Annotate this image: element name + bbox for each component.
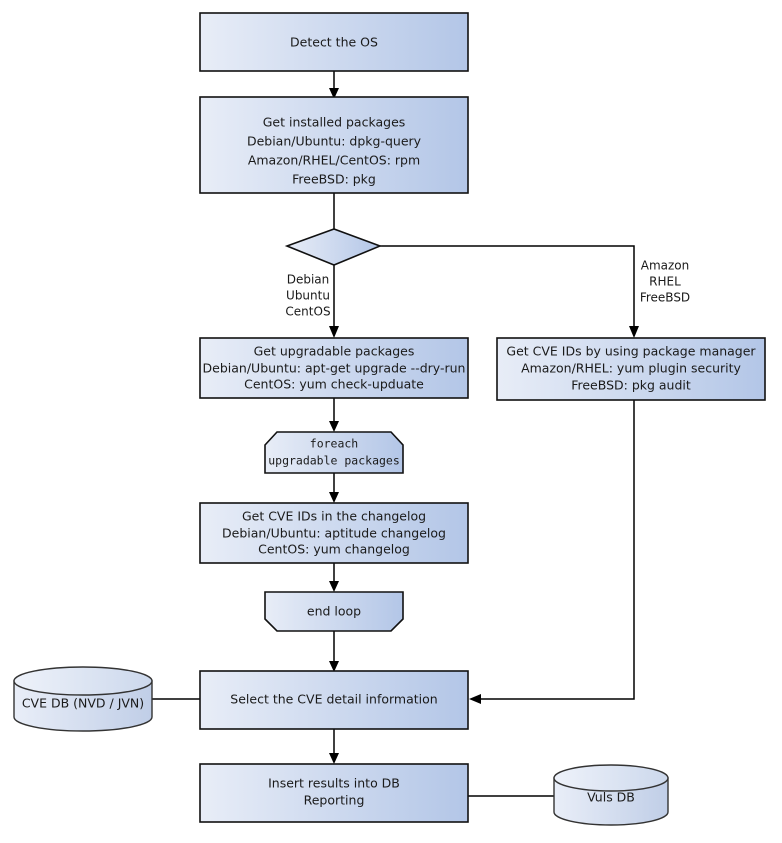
node-cve-db[interactable]: CVE DB (NVD / JVN) (13, 666, 153, 732)
edge-label-left-branch: Debian Ubuntu CentOS (285, 273, 330, 319)
edge-label-left-branch-line-0: Debian (287, 273, 330, 287)
node-get-installed-packages-line-1: Debian/Ubuntu: dpkg-query (247, 134, 422, 149)
node-get-installed-packages[interactable]: Get installed packages Debian/Ubuntu: dp… (199, 96, 469, 194)
connector-package-manager-to-select-cve (469, 400, 635, 704)
node-select-cve-detail-line-0: Select the CVE detail information (230, 692, 437, 707)
node-get-cve-ids-changelog-line-0: Get CVE IDs in the changelog (242, 509, 426, 524)
node-insert-results[interactable]: Insert results into DB Reporting (199, 763, 469, 823)
connector-select-cve-to-insert-results (329, 729, 339, 764)
node-vuls-db[interactable]: Vuls DB (553, 764, 669, 826)
node-get-cve-ids-changelog[interactable]: Get CVE IDs in the changelog Debian/Ubun… (199, 502, 469, 564)
connector-decision-to-upgradable-packages (329, 265, 339, 338)
node-foreach-loop-start-line-0: foreach (310, 437, 358, 451)
node-get-cve-ids-changelog-line-2: CentOS: yum changelog (258, 542, 410, 557)
edge-label-right-branch-line-0: Amazon (641, 259, 690, 273)
node-get-upgradable-packages-line-0: Get upgradable packages (254, 344, 415, 359)
node-os-decision[interactable] (284, 228, 383, 266)
node-get-upgradable-packages-line-1: Debian/Ubuntu: apt-get upgrade --dry-run (203, 361, 466, 376)
connector-decision-to-package-manager (380, 245, 639, 338)
node-get-installed-packages-line-0: Get installed packages (263, 115, 406, 130)
connector-changelog-to-end-loop (329, 563, 339, 592)
node-get-upgradable-packages-line-2: CentOS: yum check-upduate (244, 377, 424, 392)
node-get-installed-packages-line-2: Amazon/RHEL/CentOS: rpm (248, 153, 420, 168)
node-get-cve-ids-changelog-line-1: Debian/Ubuntu: aptitude changelog (222, 526, 446, 541)
node-detect-os-line-0: Detect the OS (290, 35, 378, 50)
edge-label-right-branch: Amazon RHEL FreeBSD (640, 259, 690, 305)
edge-label-left-branch-line-1: Ubuntu (286, 289, 330, 303)
connector-detect-os-to-installed-packages (329, 71, 339, 99)
node-get-cve-ids-package-manager-line-2: FreeBSD: pkg audit (571, 378, 691, 393)
node-insert-results-line-1: Reporting (304, 793, 365, 808)
node-get-cve-ids-package-manager-line-0: Get CVE IDs by using package manager (506, 344, 756, 359)
node-get-cve-ids-package-manager-line-1: Amazon/RHEL: yum plugin security (521, 361, 741, 376)
node-get-cve-ids-package-manager[interactable]: Get CVE IDs by using package manager Ama… (496, 337, 766, 401)
node-insert-results-line-0: Insert results into DB (268, 776, 400, 791)
node-get-installed-packages-line-3: FreeBSD: pkg (292, 172, 376, 187)
node-get-upgradable-packages[interactable]: Get upgradable packages Debian/Ubuntu: a… (199, 337, 469, 399)
edge-label-left-branch-line-2: CentOS (285, 305, 330, 319)
connector-upgradable-packages-to-foreach (329, 398, 339, 432)
node-foreach-loop-start-line-1: upgradable packages (268, 454, 400, 468)
node-cve-db-label: CVE DB (NVD / JVN) (22, 696, 144, 711)
node-detect-os[interactable]: Detect the OS (199, 12, 469, 72)
node-vuls-db-label: Vuls DB (587, 790, 635, 805)
edge-label-right-branch-line-2: FreeBSD (640, 291, 690, 305)
node-foreach-loop-start[interactable]: foreach upgradable packages (264, 431, 404, 474)
edge-label-right-branch-line-1: RHEL (649, 275, 681, 289)
connector-end-loop-to-select-cve (329, 631, 339, 672)
connector-foreach-to-changelog (329, 473, 339, 503)
node-end-loop-line-0: end loop (307, 604, 361, 619)
node-select-cve-detail[interactable]: Select the CVE detail information (199, 670, 469, 730)
node-end-loop[interactable]: end loop (264, 591, 404, 632)
